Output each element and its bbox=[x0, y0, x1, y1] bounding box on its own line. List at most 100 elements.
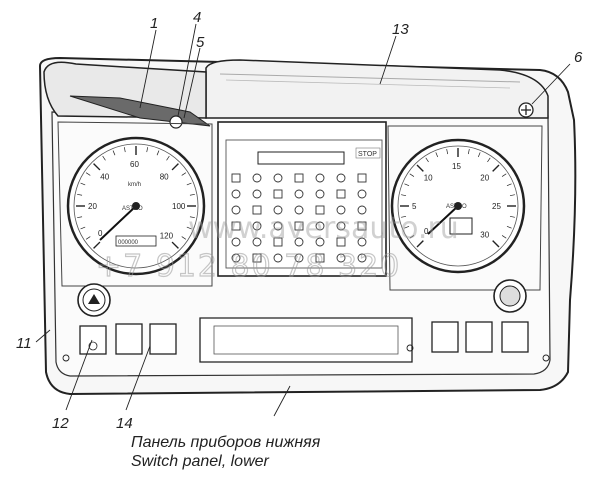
speedometer-tick-label: 120 bbox=[160, 232, 174, 241]
tachometer-tick-label: 15 bbox=[452, 162, 461, 171]
warning-lamp-icon bbox=[315, 173, 325, 183]
tachometer-tick-label: 25 bbox=[492, 202, 501, 211]
tachometer-tick bbox=[446, 149, 449, 155]
tachometer-tick bbox=[501, 235, 507, 239]
tachometer-tick bbox=[506, 183, 512, 187]
callout-11: 11 bbox=[16, 335, 32, 352]
warning-lamp-icon bbox=[357, 221, 367, 231]
callout-6: 6 bbox=[574, 49, 583, 66]
top-hood bbox=[205, 59, 549, 119]
odometer-digits: 000000 bbox=[118, 240, 139, 246]
hood-shade-line bbox=[225, 79, 511, 89]
tachometer-tick bbox=[409, 173, 415, 177]
warning-lamp-icon bbox=[273, 205, 283, 215]
caption-russian: Панель приборов нижняя bbox=[131, 434, 321, 451]
callout-14: 14 bbox=[116, 415, 133, 432]
warning-lamp-icon bbox=[336, 237, 346, 247]
speedometer-tick bbox=[181, 236, 187, 240]
speedometer-tick-label: 80 bbox=[160, 172, 169, 181]
warning-lamp-icon bbox=[315, 221, 325, 231]
hood-shade-line bbox=[219, 73, 521, 83]
tachometer-display-window bbox=[449, 217, 473, 235]
warning-lamp-icon bbox=[336, 253, 346, 263]
speedometer-tick bbox=[171, 163, 179, 171]
tachometer-tick bbox=[492, 240, 500, 248]
speedometer-tick bbox=[189, 193, 195, 196]
warning-lamp-icon bbox=[273, 253, 283, 263]
warning-lamp-icon bbox=[315, 253, 325, 263]
tachometer-tick-label: 10 bbox=[424, 174, 433, 183]
tachometer-tick bbox=[401, 215, 407, 218]
tachometer-tick bbox=[506, 225, 512, 229]
speedometer-tick bbox=[102, 155, 106, 161]
warning-lamp-icon bbox=[294, 173, 304, 183]
stop-lamp bbox=[355, 147, 381, 159]
speedometer-tick-label: 40 bbox=[100, 172, 109, 181]
speedometer-tick-label: 20 bbox=[88, 202, 97, 211]
speedometer-tick bbox=[123, 147, 126, 153]
lamp-symbol-icon bbox=[88, 341, 98, 351]
speedometer-tick bbox=[186, 182, 192, 186]
rocker-switch bbox=[115, 323, 143, 355]
rocker-switch bbox=[79, 325, 107, 355]
tachometer-tick bbox=[492, 164, 500, 172]
tachometer-tick-label: 20 bbox=[480, 174, 489, 183]
center-lcd-display bbox=[257, 151, 345, 165]
warning-lamp-icon bbox=[294, 253, 304, 263]
warning-lamp-icon bbox=[315, 189, 325, 199]
warning-lamp-icon bbox=[357, 189, 367, 199]
warning-lamp-icon bbox=[336, 189, 346, 199]
warning-lamp-icon bbox=[315, 237, 325, 247]
lower-panel-inner bbox=[213, 325, 399, 355]
screw-slot bbox=[521, 105, 531, 115]
watermark-phone: +7 912 80 78 320 bbox=[96, 249, 401, 284]
tachometer-tick bbox=[509, 194, 515, 197]
warning-lamp-icon bbox=[273, 189, 283, 199]
warning-lamp-icon bbox=[252, 253, 262, 263]
speedometer-needle bbox=[99, 205, 137, 241]
speedometer-tick bbox=[166, 155, 170, 161]
callout-13: 13 bbox=[392, 21, 409, 38]
speedometer-tick bbox=[171, 241, 179, 249]
rocker-switch bbox=[431, 321, 459, 353]
speedometer-tick bbox=[186, 226, 192, 230]
tachometer-tick bbox=[404, 225, 410, 229]
warning-lamp-icon bbox=[357, 237, 367, 247]
speedometer-tick bbox=[93, 163, 101, 171]
tachometer-tick bbox=[509, 215, 515, 218]
speedometer-unit: km/h bbox=[128, 182, 141, 188]
center-warning-cluster: STOP bbox=[217, 121, 387, 277]
speedometer-tick bbox=[112, 150, 116, 156]
hazard-triangle-icon bbox=[88, 294, 100, 304]
warning-lamp-icon bbox=[273, 237, 283, 247]
speedometer-tick bbox=[85, 172, 91, 176]
warning-lamp-icon bbox=[294, 189, 304, 199]
rocker-switch bbox=[501, 321, 529, 353]
speedometer-hub bbox=[132, 202, 140, 210]
watermark-site: www.aversauto.ru bbox=[188, 211, 459, 246]
warning-lamp-icon bbox=[294, 237, 304, 247]
caption-english: Switch panel, lower bbox=[131, 453, 269, 470]
speedometer-bezel bbox=[57, 121, 213, 287]
mount-screw bbox=[62, 354, 70, 362]
speedometer-tick bbox=[181, 172, 187, 176]
warning-lamp-icon bbox=[294, 221, 304, 231]
right-round-switch bbox=[493, 279, 527, 313]
callout-4: 4 bbox=[193, 9, 201, 26]
warning-lamp-icon bbox=[252, 205, 262, 215]
tachometer-needle bbox=[427, 205, 459, 235]
tachometer-tick bbox=[416, 240, 424, 248]
warning-lamp-icon bbox=[231, 253, 241, 263]
speedometer-tick bbox=[189, 216, 195, 219]
warning-lamp-icon bbox=[357, 205, 367, 215]
tachometer-tick bbox=[401, 194, 407, 197]
speedometer-tick bbox=[80, 182, 86, 186]
warning-lamp-icon bbox=[273, 173, 283, 183]
warning-lamp-icon bbox=[357, 173, 367, 183]
mount-screw bbox=[406, 344, 414, 352]
tachometer-tick bbox=[425, 157, 429, 163]
tachometer-tick-label: 30 bbox=[480, 230, 489, 239]
